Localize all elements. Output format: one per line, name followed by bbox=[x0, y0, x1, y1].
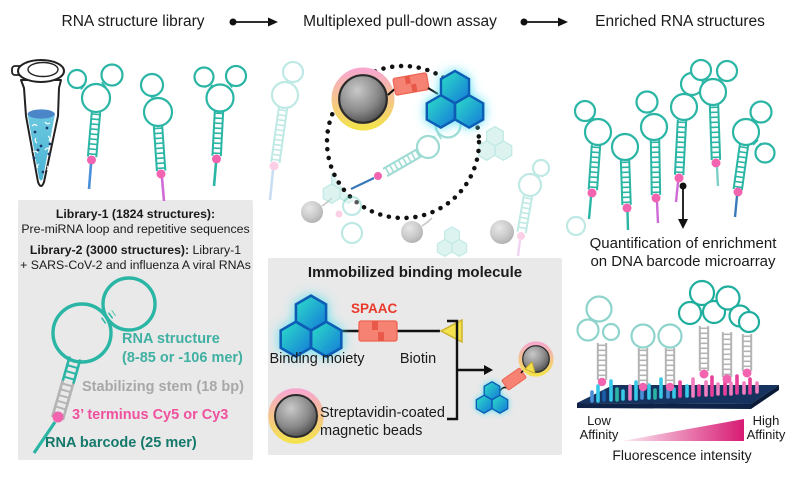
array-structures-high bbox=[677, 279, 761, 384]
spaac-linker-icon bbox=[358, 320, 398, 342]
beads-label-line1: Streptavidin-coated bbox=[320, 405, 445, 421]
library1-desc: Pre-miRNA loop and repetitive sequences bbox=[21, 222, 250, 236]
construct-stem-label: Stabilizing stem (18 bp) bbox=[82, 379, 244, 395]
binding-molecule-diagram bbox=[271, 296, 554, 441]
biotin-icon bbox=[524, 361, 536, 374]
construct-structure-range: (8-85 or -106 mer) bbox=[122, 350, 243, 366]
quantification-title-line2: on DNA barcode microarray bbox=[590, 253, 776, 270]
down-arrow-icon bbox=[678, 182, 688, 229]
construct-barcode-label: RNA barcode (25 mer) bbox=[45, 435, 197, 451]
rna-structure-icon bbox=[139, 72, 174, 202]
step-title-pulldown: Multiplexed pull-down assay bbox=[303, 13, 497, 30]
microarray-icon bbox=[576, 279, 779, 409]
spaac-linker-icon bbox=[392, 72, 430, 96]
rna-structure-icon bbox=[66, 63, 124, 190]
fluorescence-axis-label: Fluorescence intensity bbox=[612, 447, 752, 463]
assembly-arrow-icon bbox=[457, 365, 493, 375]
assay-background bbox=[270, 60, 587, 257]
binding-moiety-icon bbox=[476, 382, 507, 414]
binding-panel-title: Immobilized binding molecule bbox=[307, 264, 523, 281]
beads-label-line2: magnetic beads bbox=[320, 423, 423, 439]
terminus-dot-icon bbox=[52, 411, 64, 423]
magnetic-bead-icon bbox=[335, 71, 391, 127]
magnetic-bead-icon bbox=[271, 391, 321, 441]
low-affinity-label: Low Affinity bbox=[573, 414, 625, 441]
barcode-tail-icon bbox=[32, 421, 57, 454]
enriched-cluster bbox=[573, 58, 776, 231]
low-affinity-line1: Low bbox=[587, 413, 611, 428]
high-affinity-label: High Affinity bbox=[740, 414, 792, 441]
library1-title: Library-1 (1824 structures): bbox=[55, 207, 216, 221]
binding-moiety-label: Binding moiety bbox=[269, 351, 365, 367]
biotin-icon bbox=[439, 318, 463, 344]
library2-desc: + SARS-CoV-2 and influenza A viral RNAs bbox=[20, 258, 251, 272]
library2-title-rest: Library-1 bbox=[189, 243, 242, 257]
assay-background-beads bbox=[301, 197, 514, 244]
construct-diagram bbox=[32, 276, 157, 454]
rna-library-cluster bbox=[66, 63, 248, 202]
microcentrifuge-tube-icon bbox=[11, 59, 65, 187]
construct-terminus-label: 3’ terminus Cy5 or Cy3 bbox=[72, 407, 229, 423]
rna-structure-icon bbox=[193, 64, 248, 187]
affinity-gradient-icon bbox=[622, 419, 744, 441]
step-title-enriched: Enriched RNA structures bbox=[595, 13, 765, 30]
low-affinity-line2: Affinity bbox=[579, 426, 619, 442]
library2-title-bold: Library-2 (3000 structures): bbox=[29, 243, 190, 257]
high-affinity-line1: High bbox=[752, 413, 780, 428]
flow-arrow-icon-1 bbox=[229, 17, 278, 27]
quantification-title-line1: Quantification of enrichment bbox=[589, 235, 777, 252]
binding-moiety-icon bbox=[281, 296, 342, 357]
assembled-complex bbox=[476, 341, 554, 414]
pulldown-complex bbox=[335, 71, 483, 218]
array-structures-low bbox=[576, 295, 683, 392]
construct-structure-label: RNA structure bbox=[122, 331, 220, 347]
biotin-label: Biotin bbox=[399, 351, 437, 367]
high-affinity-line2: Affinity bbox=[746, 426, 786, 442]
spaac-label: SPAAC bbox=[351, 301, 398, 316]
library2-title: Library-2 (3000 structures): Library-1 bbox=[18, 243, 253, 258]
step-title-library: RNA structure library bbox=[61, 13, 205, 30]
flow-arrow-icon-2 bbox=[520, 17, 568, 27]
